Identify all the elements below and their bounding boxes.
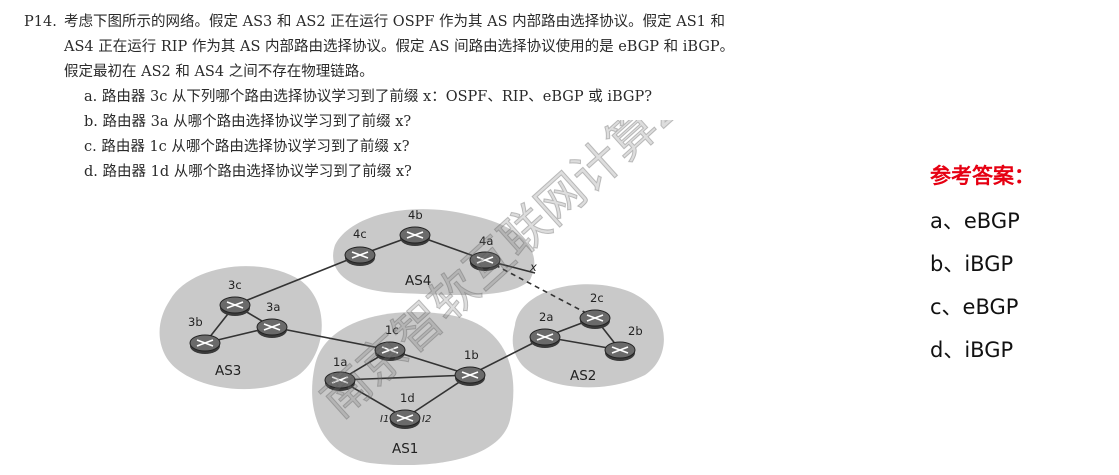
answer-b: b、iBGP bbox=[930, 252, 1014, 276]
as4-cloud bbox=[333, 209, 535, 296]
as2-cloud bbox=[512, 284, 664, 388]
label-3c: 3c bbox=[228, 278, 242, 292]
network-diagram: 4b 4c 4a 3c 3b 3a 1c 1a 1b 1d 2a 2c 2b x… bbox=[159, 208, 664, 466]
answer-title: 参考答案： bbox=[930, 164, 1035, 188]
router-4a bbox=[469, 251, 501, 272]
label-3a: 3a bbox=[266, 300, 280, 314]
label-2b: 2b bbox=[628, 324, 643, 338]
answer-panel: 参考答案： a、eBGP b、iBGP c、eBGP d、iBGP bbox=[930, 160, 1035, 372]
router-2a bbox=[529, 328, 561, 349]
as2-label: AS2 bbox=[570, 368, 596, 384]
answer-c: c、eBGP bbox=[930, 295, 1019, 319]
router-3c bbox=[219, 296, 251, 317]
label-1d: 1d bbox=[400, 391, 415, 405]
problem-line-3: 假定最初在 AS2 和 AS4 之间不存在物理链路。 bbox=[64, 64, 374, 80]
label-2c: 2c bbox=[590, 291, 604, 305]
label-4b: 4b bbox=[408, 208, 423, 222]
label-2a: 2a bbox=[539, 310, 553, 324]
label-3b: 3b bbox=[188, 315, 203, 329]
interface-i1: I1 bbox=[380, 414, 389, 425]
as1-label: AS1 bbox=[392, 441, 418, 457]
label-4c: 4c bbox=[353, 227, 367, 241]
as3-cloud bbox=[159, 266, 322, 390]
problem-text: P14.考虑下图所示的网络。假定 AS3 和 AS2 正在运行 OSPF 作为其… bbox=[24, 10, 884, 185]
router-1b bbox=[454, 366, 486, 387]
question-b: b. 路由器 3a 从哪个路由选择协议学习到了前缀 x? bbox=[84, 114, 412, 130]
label-1a: 1a bbox=[333, 355, 347, 369]
problem-line-1: P14.考虑下图所示的网络。假定 AS3 和 AS2 正在运行 OSPF 作为其… bbox=[24, 10, 884, 35]
as1-cloud bbox=[312, 312, 514, 466]
router-1a bbox=[324, 371, 356, 392]
question-c: c. 路由器 1c 从哪个路由选择协议学习到了前缀 x? bbox=[84, 139, 410, 155]
as3-label: AS3 bbox=[215, 363, 241, 379]
question-a: a. 路由器 3c 从下列哪个路由选择协议学习到了前缀 x：OSPF、RIP、e… bbox=[84, 89, 652, 105]
router-2c bbox=[579, 309, 611, 330]
router-2b bbox=[604, 341, 636, 362]
interface-i2: I2 bbox=[422, 414, 431, 425]
router-4b bbox=[399, 226, 431, 247]
problem-line-2: AS4 正在运行 RIP 作为其 AS 内部路由选择协议。假定 AS 间路由选择… bbox=[64, 39, 735, 55]
label-1c: 1c bbox=[385, 323, 399, 337]
router-4c bbox=[344, 246, 376, 267]
router-3a bbox=[256, 318, 288, 339]
prefix-x-label: x bbox=[529, 260, 537, 274]
answer-a: a、eBGP bbox=[930, 209, 1020, 233]
problem-number: P14. bbox=[24, 14, 57, 30]
label-1b: 1b bbox=[464, 348, 479, 362]
router-3b bbox=[189, 334, 221, 355]
as4-label: AS4 bbox=[405, 273, 431, 289]
label-4a: 4a bbox=[479, 234, 493, 248]
answer-d: d、iBGP bbox=[930, 338, 1014, 362]
router-1c bbox=[374, 341, 406, 362]
router-1d bbox=[389, 409, 421, 430]
question-d: d. 路由器 1d 从哪个路由选择协议学习到了前缀 x? bbox=[84, 164, 412, 180]
